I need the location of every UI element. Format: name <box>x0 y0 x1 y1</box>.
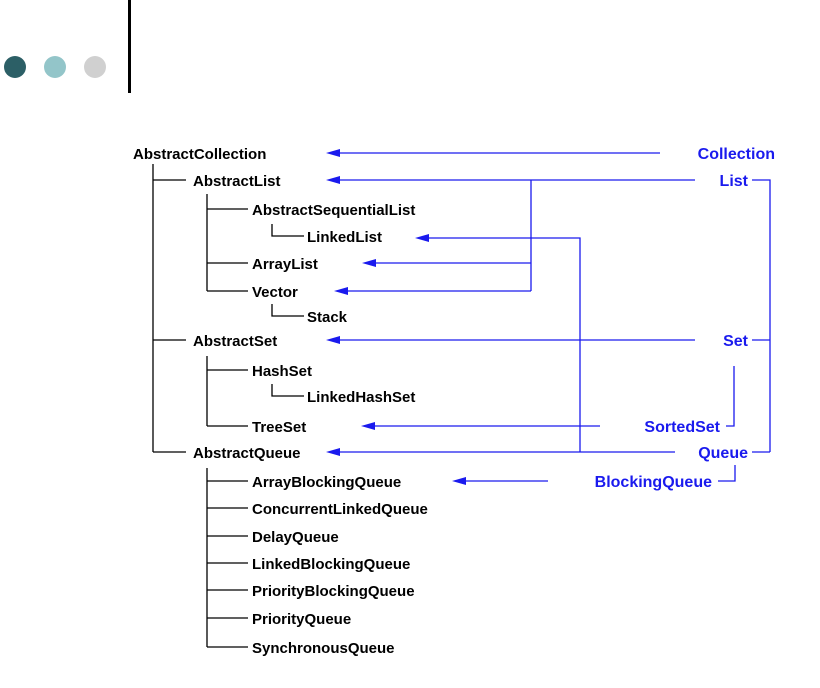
interface-collection: Collection <box>698 146 775 163</box>
bullet-dot-gray <box>84 56 106 78</box>
class-stack: Stack <box>307 309 348 326</box>
class-priority-blocking-queue: PriorityBlockingQueue <box>252 583 415 600</box>
arrowhead-array-blocking-queue <box>452 477 466 485</box>
class-concurrent-linked-queue: ConcurrentLinkedQueue <box>252 501 428 518</box>
class-abstract-list: AbstractList <box>193 173 281 190</box>
interface-queue: Queue <box>698 445 748 462</box>
interface-list: List <box>720 173 749 190</box>
bullet-dot-dark <box>4 56 26 78</box>
interface-set: Set <box>723 333 749 350</box>
class-vector: Vector <box>252 284 298 301</box>
class-tree-set: TreeSet <box>252 419 306 436</box>
class-priority-queue: PriorityQueue <box>252 611 351 628</box>
interface-sorted-set: SortedSet <box>644 419 720 436</box>
implementation-arrowheads <box>326 149 466 485</box>
interface-blocking-queue: BlockingQueue <box>595 474 712 491</box>
title-divider-bar <box>128 0 131 93</box>
arrowhead-linked-list <box>415 234 429 242</box>
class-hash-set: HashSet <box>252 363 312 380</box>
class-abstract-set: AbstractSet <box>193 333 277 350</box>
class-linked-hash-set: LinkedHashSet <box>307 389 415 406</box>
arrowhead-abstract-list <box>326 176 340 184</box>
class-delay-queue: DelayQueue <box>252 529 339 546</box>
class-abstract-sequential-list: AbstractSequentialList <box>252 202 415 219</box>
arrowhead-tree-set <box>361 422 375 430</box>
arrowhead-abstract-set <box>326 336 340 344</box>
class-hierarchy-lines <box>152 164 304 648</box>
interface-implementation-lines <box>336 152 771 482</box>
class-abstract-queue: AbstractQueue <box>193 445 301 462</box>
arrowhead-vector <box>334 287 348 295</box>
class-linked-list: LinkedList <box>307 229 382 246</box>
class-abstract-collection: AbstractCollection <box>133 146 266 163</box>
interface-labels: Collection List Set SortedSet Queue Bloc… <box>595 146 775 491</box>
arrowhead-array-list <box>362 259 376 267</box>
class-array-list: ArrayList <box>252 256 318 273</box>
class-linked-blocking-queue: LinkedBlockingQueue <box>252 556 410 573</box>
arrowhead-abstract-queue <box>326 448 340 456</box>
bullet-dot-teal <box>44 56 66 78</box>
class-labels: AbstractCollection AbstractList Abstract… <box>133 146 428 657</box>
class-array-blocking-queue: ArrayBlockingQueue <box>252 474 401 491</box>
class-synchronous-queue: SynchronousQueue <box>252 640 395 657</box>
arrowhead-abstract-collection <box>326 149 340 157</box>
